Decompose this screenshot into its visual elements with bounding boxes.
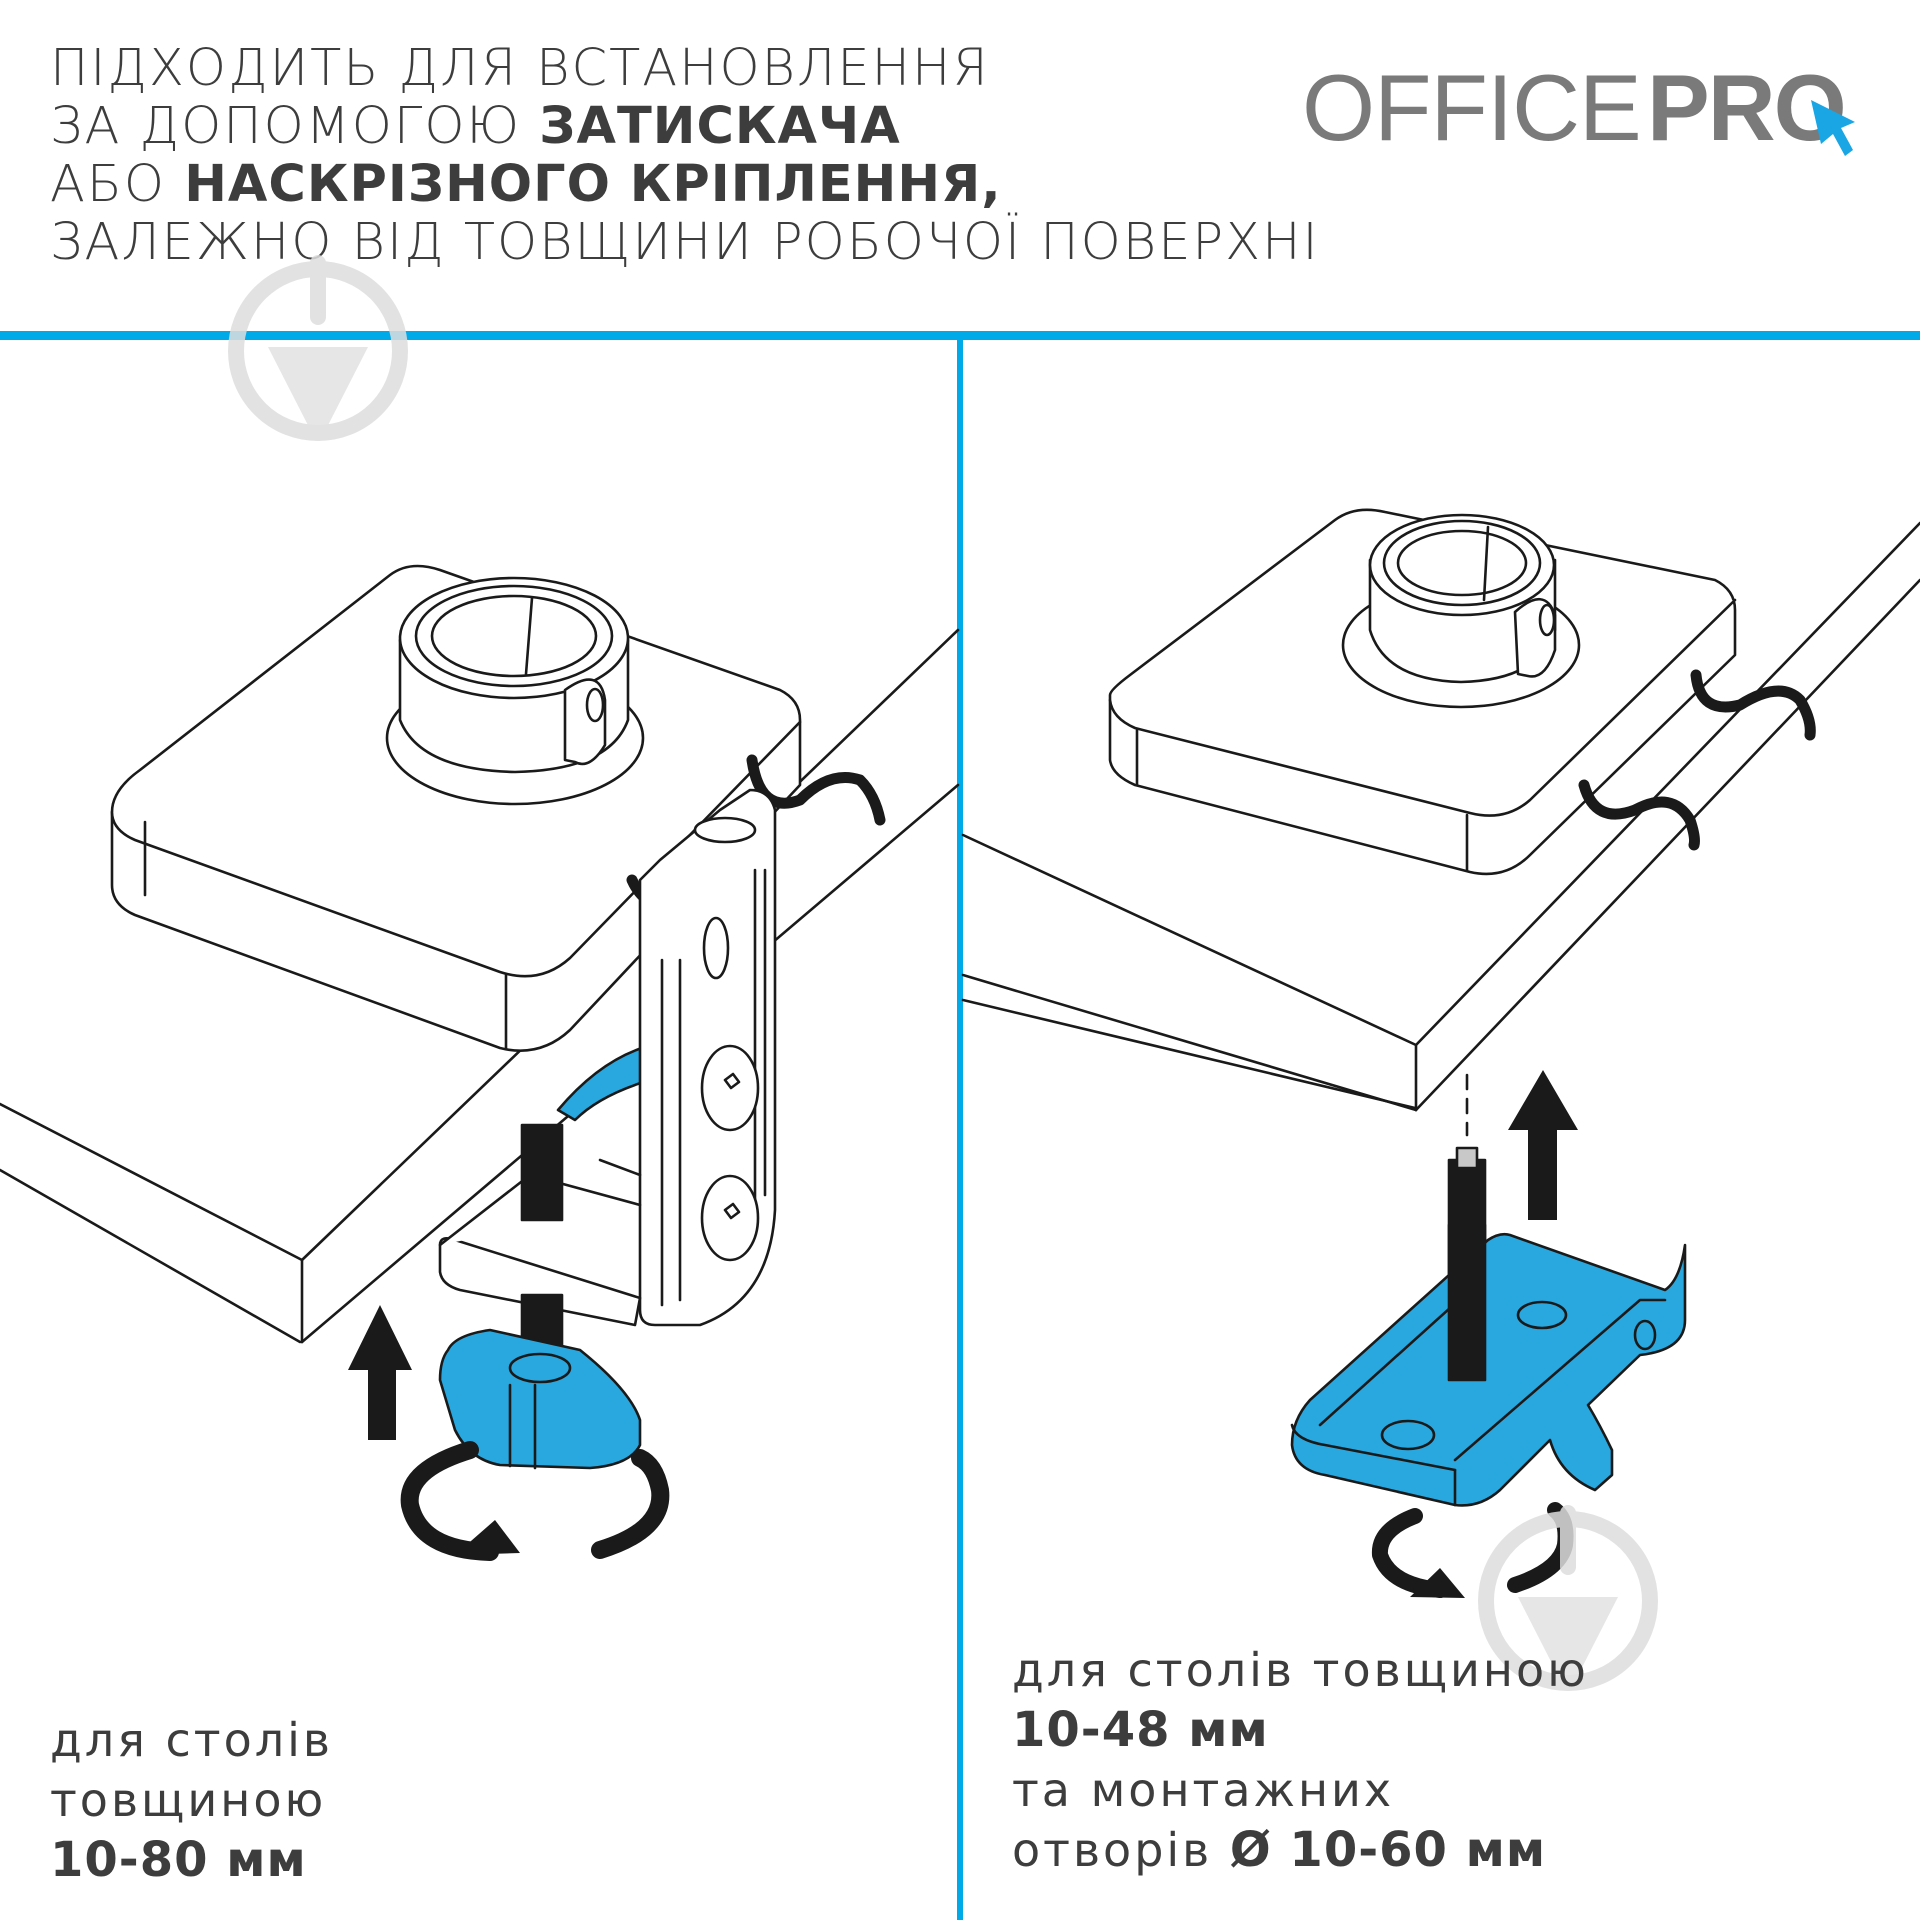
headline-text: ЗА ДОПОМОГОЮ — [50, 97, 540, 156]
blue-bracket-icon — [1290, 1223, 1687, 1507]
headline-text: АБО — [50, 155, 185, 214]
blue-knob-icon — [438, 1328, 642, 1470]
caption-line: для столів товщиною — [1012, 1643, 1589, 1697]
caption-line: та монтажних — [1012, 1763, 1395, 1817]
caption-thickness-range: 10-48 мм — [1012, 1702, 1269, 1758]
caption-line: товщиною — [50, 1773, 327, 1827]
left-clamp-illustration — [0, 564, 960, 1561]
officepro-logo: OFFICE PRO — [1302, 58, 1862, 158]
collar — [385, 576, 645, 806]
clamp-bracket — [638, 788, 777, 1327]
caption-text: отворів — [1012, 1823, 1230, 1877]
download-watermark-icon — [1478, 1505, 1658, 1691]
headline: ПІДХОДИТЬ ДЛЯ ВСТАНОВЛЕННЯ ЗА ДОПОМОГОЮ … — [50, 40, 1350, 272]
horizontal-divider — [0, 331, 1920, 340]
headline-line-4: ЗАЛЕЖНО ВІД ТОВЩИНИ РОБОЧОЇ ПОВЕРХНІ — [50, 214, 1350, 272]
rotate-arrow-icon — [400, 1441, 670, 1561]
headline-bold-text: НАСКРІЗНОГО КРІПЛЕННЯ, — [184, 155, 1002, 214]
up-arrow-icon — [348, 1305, 412, 1440]
clamp-pad-blue — [556, 1044, 652, 1122]
headline-line-3: АБО НАСКРІЗНОГО КРІПЛЕННЯ, — [50, 156, 1350, 214]
right-caption: для столів товщиною 10-48 мм та монтажни… — [1012, 1640, 1589, 1880]
up-arrow-icon — [1508, 1070, 1578, 1220]
right-grommet-illustration — [961, 508, 1920, 1598]
left-caption: для столів товщиною 10-80 мм — [50, 1710, 333, 1890]
cable — [1690, 669, 1816, 741]
right-collar — [1341, 513, 1581, 709]
caption-line: для столів — [50, 1713, 334, 1767]
headline-bold-text: ЗАТИСКАЧА — [539, 97, 901, 156]
headline-text: ЗАЛЕЖНО ВІД ТОВЩИНИ РОБОЧОЇ ПОВЕРХНІ — [50, 213, 1320, 272]
caption-thickness-range: 10-80 мм — [50, 1832, 307, 1888]
download-watermark-icon — [228, 255, 408, 441]
cursor-arrow-icon — [1811, 100, 1855, 156]
headline-line-2: ЗА ДОПОМОГОЮ ЗАТИСКАЧА — [50, 98, 1350, 156]
illustrations — [0, 508, 1920, 1598]
caption-hole-range: Ø 10-60 мм — [1229, 1822, 1547, 1878]
headline-text: ПІДХОДИТЬ ДЛЯ ВСТАНОВЛЕННЯ — [50, 39, 990, 98]
headline-line-1: ПІДХОДИТЬ ДЛЯ ВСТАНОВЛЕННЯ — [50, 40, 1350, 98]
cable — [1578, 779, 1700, 851]
vertical-divider — [957, 336, 963, 1920]
logo-office-text: OFFICE — [1302, 55, 1642, 160]
caption-line: отворів Ø 10-60 мм — [1012, 1820, 1589, 1880]
